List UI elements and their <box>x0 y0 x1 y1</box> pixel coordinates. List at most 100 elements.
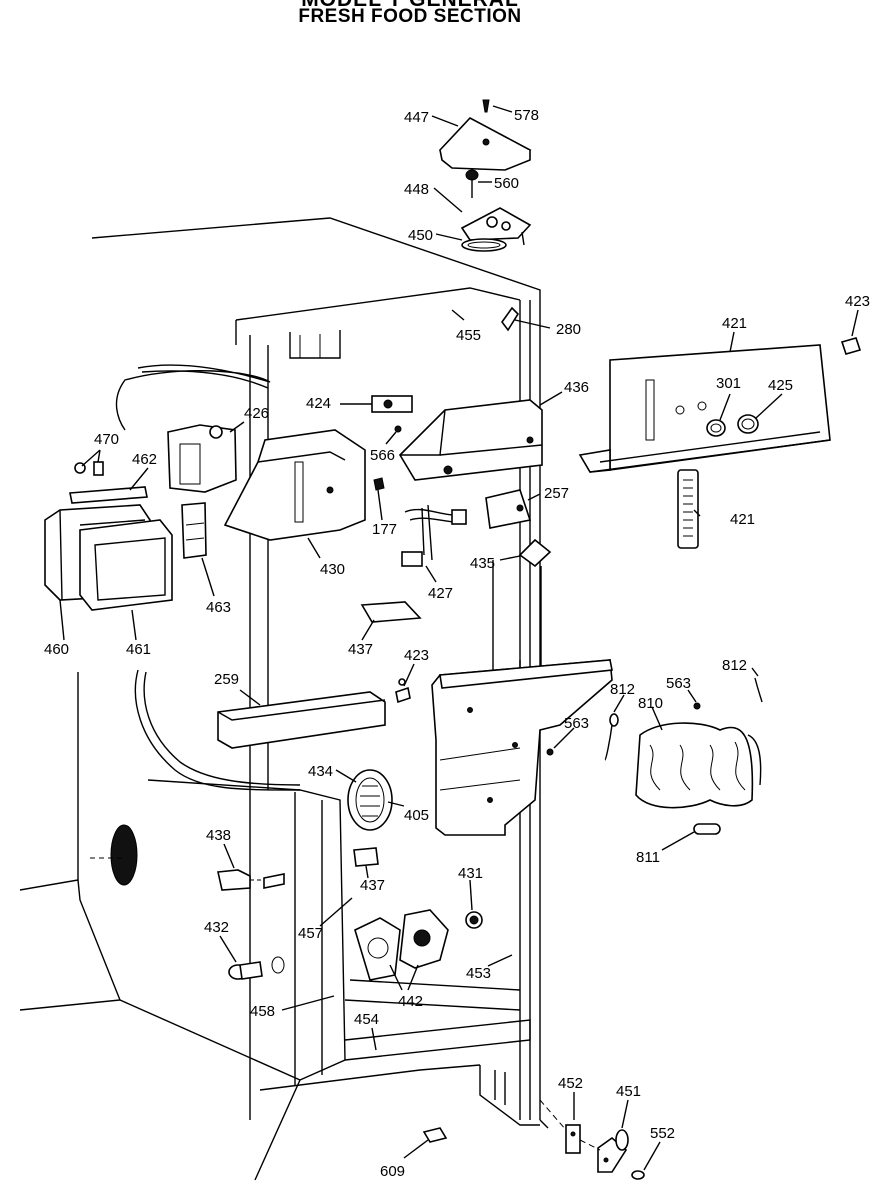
plate-452 <box>565 1124 581 1154</box>
label-427: 427 <box>428 585 453 602</box>
label-461: 461 <box>126 641 151 658</box>
bracket-462 <box>69 486 148 504</box>
heater-810 <box>635 722 762 809</box>
hinge-451 <box>597 1129 629 1173</box>
screw-552 <box>631 1170 645 1180</box>
cover-447 <box>438 117 532 171</box>
label-430: 430 <box>320 561 345 578</box>
label-810: 810 <box>638 695 663 712</box>
label-455: 455 <box>456 327 481 344</box>
heater-434 <box>347 769 393 831</box>
knob-425 <box>737 414 759 434</box>
leader-lines <box>59 105 859 1171</box>
label-421-panel: 421 <box>722 315 747 332</box>
label-560: 560 <box>494 175 519 192</box>
harness-427 <box>401 504 467 567</box>
label-454: 454 <box>354 1011 379 1028</box>
label-437-top: 437 <box>348 641 373 658</box>
label-578: 578 <box>514 107 539 124</box>
label-453: 453 <box>466 965 491 982</box>
screw-177 <box>373 477 385 491</box>
plug-431 <box>465 911 483 929</box>
label-812-right: 812 <box>722 657 747 674</box>
label-431: 431 <box>458 865 483 882</box>
bulb-423 <box>395 678 411 704</box>
vent-grille-421 <box>677 469 699 549</box>
label-563-left: 563 <box>564 715 589 732</box>
relay-257 <box>485 489 532 529</box>
connector-812b <box>754 677 763 703</box>
clip-435 <box>518 538 552 568</box>
bracket-437b <box>353 847 379 867</box>
label-177: 177 <box>372 521 397 538</box>
lens-461 <box>79 519 173 611</box>
label-432: 432 <box>204 919 229 936</box>
label-451: 451 <box>616 1083 641 1100</box>
label-425: 425 <box>768 377 793 394</box>
bracket-448 <box>460 207 532 246</box>
drain-slot <box>110 824 138 886</box>
label-458: 458 <box>250 1003 275 1020</box>
label-462: 462 <box>132 451 157 468</box>
label-405: 405 <box>404 807 429 824</box>
label-442: 442 <box>398 993 423 1010</box>
label-463: 463 <box>206 599 231 616</box>
tube-259 <box>217 691 386 749</box>
label-438: 438 <box>206 827 231 844</box>
screw-578 <box>482 99 490 113</box>
knob-301 <box>706 419 726 437</box>
label-257: 257 <box>544 485 569 502</box>
cap-423 <box>840 337 862 355</box>
label-424: 424 <box>306 395 331 412</box>
screw-470 <box>74 461 104 476</box>
label-423-mid: 423 <box>404 647 429 664</box>
label-301: 301 <box>716 375 741 392</box>
shield-437 <box>360 601 422 623</box>
screw-566 <box>394 425 402 433</box>
label-457: 457 <box>298 925 323 942</box>
grommet-811 <box>693 823 721 835</box>
switch-424 <box>371 395 413 413</box>
label-552: 552 <box>650 1125 675 1142</box>
screw-563 <box>546 748 554 756</box>
label-470: 470 <box>94 431 119 448</box>
label-426: 426 <box>244 405 269 422</box>
socket-438 <box>217 869 285 891</box>
clip-280 <box>501 306 520 332</box>
label-421-grille: 421 <box>730 511 755 528</box>
screw-563b <box>693 702 701 710</box>
label-434: 434 <box>308 763 333 780</box>
housing-430 <box>223 429 366 541</box>
bushing-432 <box>228 956 285 980</box>
label-452: 452 <box>558 1075 583 1092</box>
clip-609 <box>422 1127 448 1143</box>
label-280: 280 <box>556 321 581 338</box>
label-566: 566 <box>370 447 395 464</box>
section-title: FRESH FOOD SECTION <box>298 6 522 27</box>
model-title: MODEL T GENERAL <box>0 0 820 12</box>
label-812-left: 812 <box>610 681 635 698</box>
control-panel-421 <box>578 344 831 473</box>
label-563-right: 563 <box>666 675 691 692</box>
label-437-bottom: 437 <box>360 877 385 894</box>
label-435: 435 <box>470 555 495 572</box>
label-436: 436 <box>564 379 589 396</box>
gasket-450 <box>461 238 507 252</box>
label-259: 259 <box>214 671 239 688</box>
label-448: 448 <box>404 181 429 198</box>
label-447: 447 <box>404 109 429 126</box>
label-450: 450 <box>408 227 433 244</box>
connector-812 <box>604 713 619 761</box>
transformer-426 <box>167 424 237 493</box>
housing-436 <box>398 399 543 481</box>
part-labels: 578 447 560 448 450 455 280 421 423 301 … <box>44 107 870 1180</box>
label-423-top: 423 <box>845 293 870 310</box>
duct-405 <box>431 659 613 836</box>
label-811: 811 <box>636 849 660 866</box>
damper-442 <box>354 909 449 981</box>
bracket-463 <box>181 502 207 559</box>
label-460: 460 <box>44 641 69 658</box>
screw-560 <box>465 169 479 198</box>
label-609: 609 <box>380 1163 405 1180</box>
